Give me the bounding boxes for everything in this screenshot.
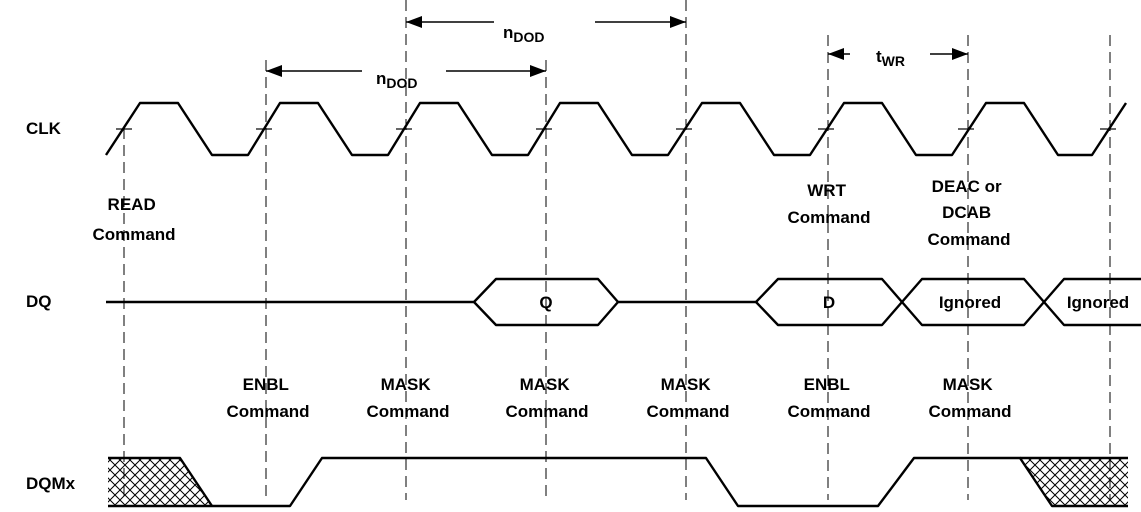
cmd-mask-1: MASK Command	[366, 375, 449, 421]
clk-waveform	[104, 101, 1128, 157]
dq-cell-d: D	[823, 293, 835, 312]
dqmx-dont-care-start	[108, 458, 212, 506]
signal-label-dqmx: DQMx	[26, 474, 76, 493]
dq-cell-ignored-1: Ignored	[939, 293, 1001, 312]
cmd-deac-dcab: DEAC or DCAB Command	[927, 177, 1010, 249]
ndod-upper-sub: DOD	[513, 29, 544, 45]
cmd-mask-3: MASK Command	[646, 375, 729, 421]
cmd-enbl-1: ENBL Command	[226, 375, 309, 421]
cmd-mask-2: MASK Command	[505, 375, 588, 421]
cmd-read: READ Command	[92, 195, 175, 244]
timing-arrow-ndod-upper: nDOD	[406, 16, 686, 45]
signal-label-dq: DQ	[26, 292, 52, 311]
svg-text:tWR: tWR	[876, 47, 905, 69]
ndod-upper-n: n	[503, 23, 513, 42]
cmd-mask-4: MASK Command	[928, 375, 1011, 421]
cmd-enbl-2: ENBL Command	[787, 375, 870, 421]
svg-text:nDOD: nDOD	[376, 69, 418, 91]
twr-sub: WR	[882, 53, 905, 69]
signal-label-clk: CLK	[26, 119, 62, 138]
timing-arrow-ndod-lower: nDOD	[266, 65, 546, 91]
twr-t: t	[876, 47, 882, 66]
dqmx-dont-care-end	[1020, 458, 1128, 506]
dq-cell-ignored-2: Ignored	[1067, 293, 1129, 312]
reference-lines	[123, 0, 1111, 500]
timing-arrow-twr: tWR	[828, 47, 968, 69]
dq-waveform	[106, 277, 1141, 327]
cmd-wrt: WRT Command	[787, 181, 870, 227]
dqmx-waveform	[108, 456, 1128, 508]
dq-cell-q: Q	[539, 293, 552, 312]
ndod-lower-n: n	[376, 69, 386, 88]
ndod-lower-sub: DOD	[386, 75, 417, 91]
svg-text:nDOD: nDOD	[503, 23, 545, 45]
